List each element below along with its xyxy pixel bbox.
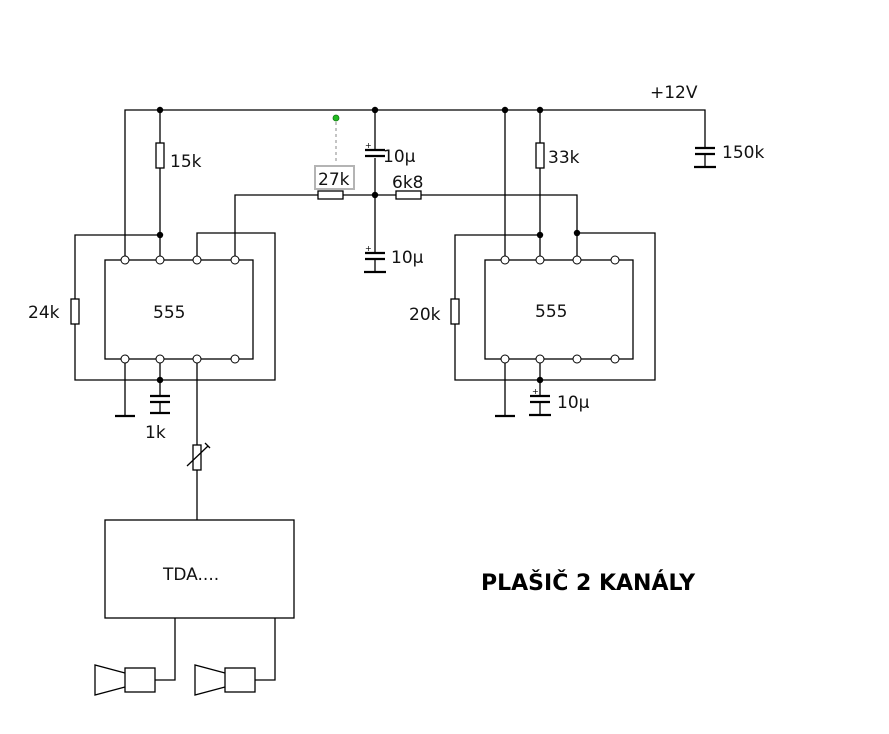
resistor-15k-label: 15k (170, 152, 202, 172)
resistor-33k-label: 33k (548, 148, 580, 168)
capacitor-150k[interactable] (694, 146, 716, 169)
resistor-20k[interactable] (450, 298, 460, 325)
capacitor-1k-label: 1k (145, 423, 166, 443)
speaker-left[interactable] (94, 664, 156, 696)
capacitor-10u-mid-label: 10µ (391, 248, 424, 268)
resistor-24k-label: 24k (28, 303, 60, 323)
ic-555-left-label: 555 (153, 303, 185, 323)
capacitor-150k-label: 150k (722, 143, 764, 163)
resistor-27k-label: 27k (318, 170, 350, 190)
resistor-20k-label: 20k (409, 305, 441, 325)
polarity-plus-icon: + (365, 141, 372, 150)
amplifier-block[interactable] (104, 519, 295, 619)
capacitor-10u-top-label: 10µ (383, 147, 416, 167)
speaker-right[interactable] (194, 664, 256, 696)
speaker-wires (155, 618, 276, 681)
rotation-handle-icon[interactable] (332, 114, 340, 122)
capacitor-10u-mid[interactable]: + (364, 244, 386, 274)
resistor-27k[interactable] (314, 165, 355, 200)
resistor-33k[interactable] (535, 142, 545, 235)
polarity-plus-icon: + (532, 387, 539, 396)
capacitor-1k[interactable] (150, 394, 170, 415)
resistor-15k[interactable] (155, 142, 165, 235)
capacitor-10u-right[interactable]: + (529, 387, 551, 417)
resistor-6k8[interactable] (395, 190, 422, 200)
ic-555-right-label: 555 (535, 302, 567, 322)
polarity-plus-icon: + (365, 244, 372, 253)
variable-resistor[interactable] (186, 442, 211, 520)
middle-network-wires (343, 158, 578, 260)
right-outer-loop (454, 229, 656, 416)
left-outer-loop (74, 194, 318, 445)
resistor-24k[interactable] (70, 298, 80, 325)
capacitor-10u-top[interactable]: + (365, 141, 385, 158)
ic-555-right[interactable] (484, 255, 634, 364)
ic-555-left[interactable] (104, 255, 254, 364)
amplifier-label: TDA.... (162, 565, 219, 585)
resistor-6k8-label: 6k8 (392, 173, 423, 193)
selection-box (314, 165, 355, 190)
supply-label: +12V (650, 83, 698, 103)
schematic-title: PLAŠIČ 2 KANÁLY (481, 570, 696, 596)
capacitor-10u-right-label: 10µ (557, 393, 590, 413)
